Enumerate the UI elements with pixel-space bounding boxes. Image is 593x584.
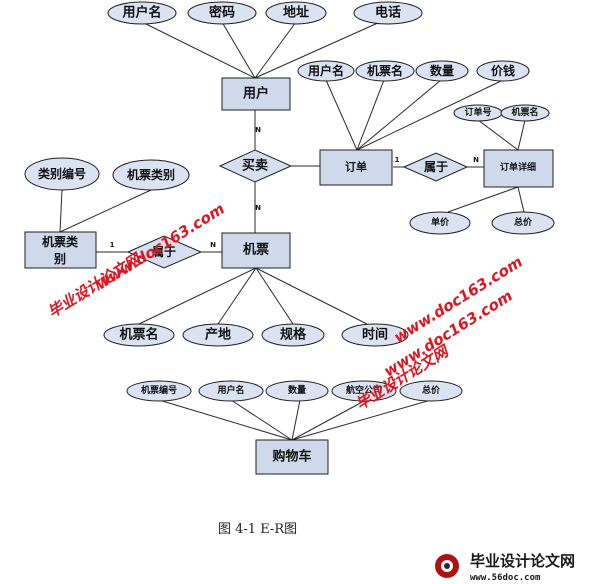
entity-ticket-category — [24, 231, 97, 269]
svg-text:数量: 数量 — [430, 63, 454, 78]
svg-text:订单号: 订单号 — [464, 106, 491, 118]
attr-detail-ticketname — [500, 104, 550, 122]
logo-emblem-icon — [435, 554, 459, 578]
attr-ticket-spec — [261, 323, 325, 347]
entity-user — [221, 77, 291, 111]
svg-text:用户名: 用户名 — [216, 384, 244, 396]
attr-detail-total — [491, 211, 555, 235]
card-detail: N — [473, 156, 479, 164]
attr-user-name — [107, 1, 177, 25]
logo-text-cn: 毕业设计论文网 — [470, 552, 575, 570]
attr-user-password — [187, 1, 257, 25]
attr-cart-airline — [331, 380, 397, 402]
ticket-attrs: 机票名 产地 规格 时间 — [103, 323, 409, 347]
edges — [59, 21, 526, 441]
cart-attrs: 机票编号 用户名 数量 航空公司 总价 — [126, 380, 463, 402]
attr-category-code — [24, 157, 100, 191]
svg-text:机票编号: 机票编号 — [141, 384, 177, 396]
attr-cart-quantity — [265, 380, 329, 402]
svg-text:地址: 地址 — [283, 5, 309, 21]
svg-text:属于: 属于 — [424, 160, 448, 174]
entity-order-detail — [483, 149, 554, 188]
cardinality-marks: N N 1 N 1 N — [110, 126, 480, 249]
rel-belongs-order-detail — [402, 152, 469, 182]
svg-text:时间: 时间 — [362, 327, 388, 343]
entity-ticket-category-line1: 机票类 — [42, 234, 79, 249]
svg-text:买卖: 买卖 — [242, 158, 268, 174]
svg-text:电话: 电话 — [375, 5, 401, 21]
card-category: 1 — [110, 241, 115, 249]
attr-user-address — [265, 1, 327, 25]
svg-text:规格: 规格 — [280, 327, 307, 343]
attr-ticket-time — [341, 323, 409, 347]
order-attrs: 用户名 机票名 数量 价钱 — [297, 60, 530, 82]
svg-text:机票: 机票 — [243, 242, 269, 258]
attr-order-price — [476, 60, 530, 82]
svg-text:总价: 总价 — [514, 216, 533, 228]
svg-text:价钱: 价钱 — [491, 63, 515, 78]
attr-user-phone — [353, 1, 423, 25]
card-order: 1 — [395, 156, 400, 164]
category-attrs: 类别编号 机票类别 — [24, 157, 190, 191]
svg-text:产地: 产地 — [205, 327, 231, 343]
svg-text:用户名: 用户名 — [121, 5, 161, 21]
svg-text:购物车: 购物车 — [272, 449, 311, 465]
attr-detail-unitprice — [409, 211, 471, 235]
svg-text:类别编号: 类别编号 — [38, 166, 86, 181]
attr-ticket-origin — [182, 323, 254, 347]
svg-text:密码: 密码 — [208, 5, 235, 21]
svg-text:属于: 属于 — [152, 245, 176, 259]
relationships: 买卖 属于 属于 — [126, 149, 469, 269]
svg-text:用户名: 用户名 — [307, 63, 344, 78]
card-ticket: N — [255, 204, 261, 212]
card-ticket-2: N — [210, 241, 216, 249]
svg-text:机票名: 机票名 — [119, 327, 158, 343]
user-attrs: 用户名 密码 地址 电话 — [107, 1, 423, 25]
card-user: N — [255, 126, 261, 134]
detail-attrs: 订单号 机票名 单价 总价 — [409, 104, 555, 235]
logo-text-url: www.56doc.com — [470, 573, 541, 583]
attr-category-type — [112, 159, 190, 191]
attr-order-ticketname — [355, 60, 415, 82]
entity-ticket — [221, 232, 291, 269]
svg-text:机票名: 机票名 — [511, 106, 538, 118]
svg-text:数量: 数量 — [288, 384, 306, 396]
rel-belongs-category-ticket — [126, 235, 203, 269]
attr-cart-total — [399, 380, 463, 402]
figure-caption: 图 4-1 E-R图 — [218, 522, 297, 537]
site-logo: 毕业设计论文网 www.56doc.com — [435, 552, 575, 583]
svg-text:订单详细: 订单详细 — [500, 161, 536, 173]
svg-text:航空公司: 航空公司 — [346, 384, 382, 396]
svg-text:订单: 订单 — [345, 160, 367, 174]
attr-order-username — [297, 60, 355, 82]
attr-order-quantity — [415, 60, 469, 82]
svg-text:总价: 总价 — [422, 384, 441, 396]
entity-cart — [255, 439, 329, 475]
entity-order — [319, 149, 393, 186]
entities: 用户 订单 订单详细 机票类 别 机票 购物车 — [24, 77, 554, 475]
entity-ticket-category-line2: 别 — [53, 252, 66, 266]
svg-text:机票类别: 机票类别 — [127, 167, 175, 182]
rel-buy-sell — [218, 149, 293, 183]
attr-cart-ticketno — [126, 380, 192, 402]
attr-cart-username — [198, 380, 264, 402]
svg-text:用户: 用户 — [242, 86, 269, 102]
svg-text:机票名: 机票名 — [367, 63, 403, 78]
attr-ticket-name — [103, 323, 175, 347]
svg-text:单价: 单价 — [431, 216, 450, 228]
